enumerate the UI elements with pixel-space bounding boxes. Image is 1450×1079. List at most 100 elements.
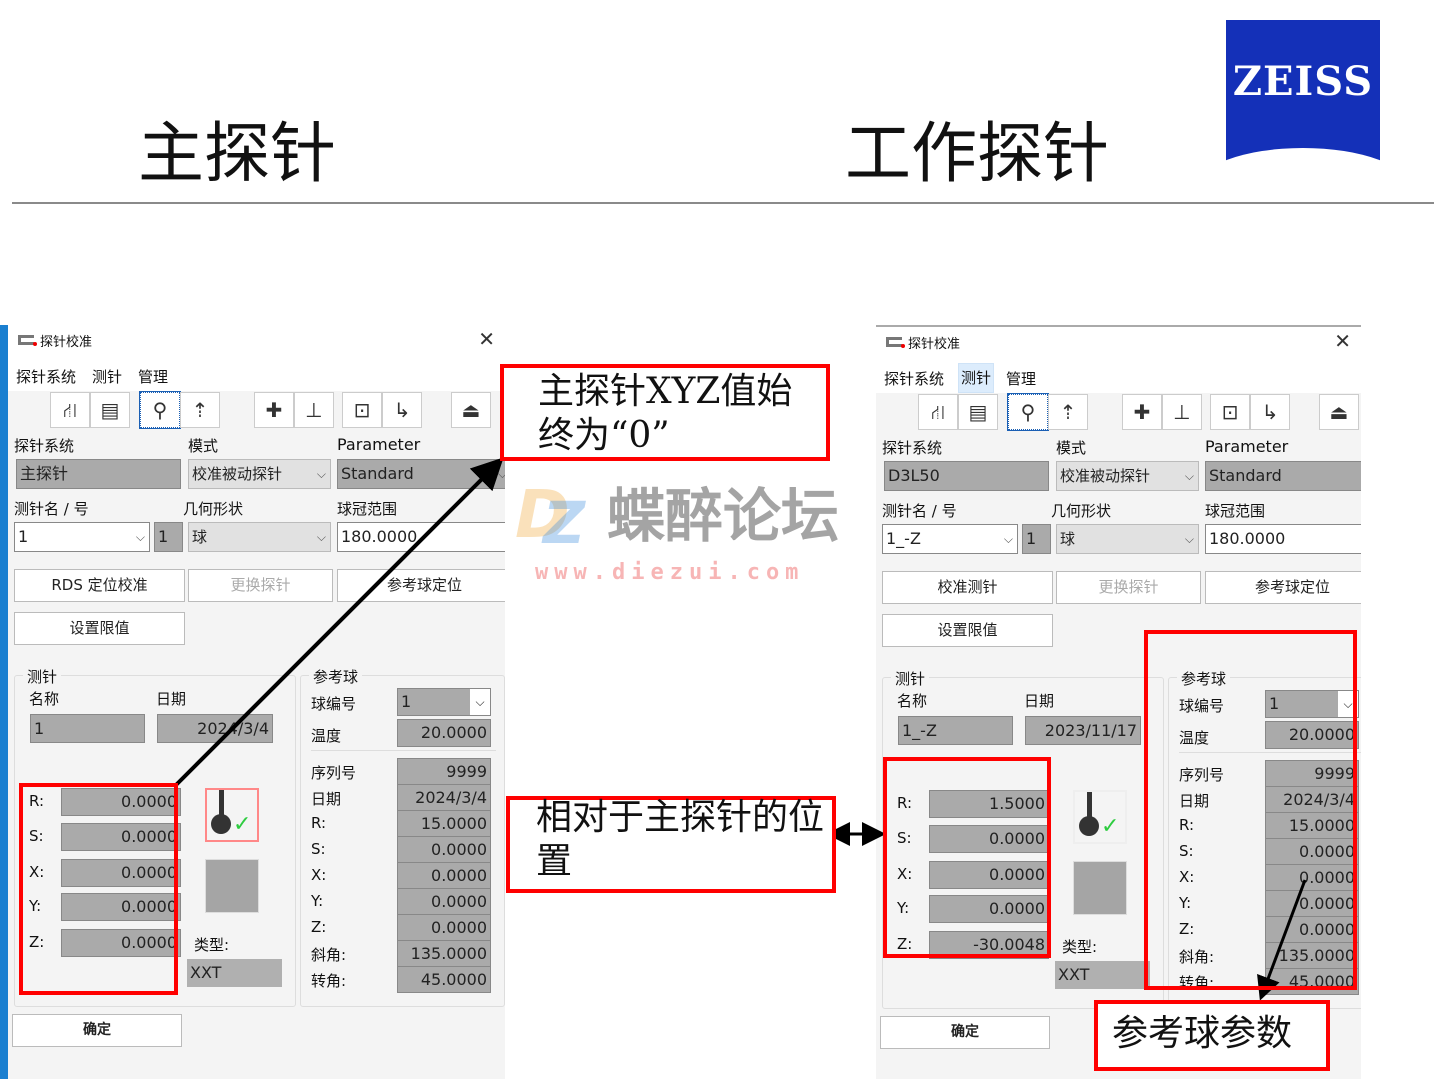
ok-button[interactable]: 确定 bbox=[880, 1016, 1050, 1049]
stylus-name-value: 1 bbox=[18, 527, 29, 546]
mode-select[interactable]: 校准被动探针⌵ bbox=[188, 459, 331, 489]
parameter-select[interactable]: Standard⌵ bbox=[1205, 461, 1361, 491]
stylus-card-icon[interactable]: ▤ bbox=[90, 392, 130, 428]
crown-range-input[interactable]: 180.0000 bbox=[337, 522, 505, 552]
stylus-shaft bbox=[219, 790, 224, 822]
manual-calibrate-icon[interactable]: ⚲ bbox=[1007, 393, 1049, 431]
menu-item-1[interactable]: 测针 bbox=[958, 363, 995, 393]
crown-range-input[interactable]: 180.0000 bbox=[1205, 524, 1361, 554]
label-name: 名称 bbox=[897, 692, 928, 710]
menu-item-1[interactable]: 测针 bbox=[92, 368, 123, 386]
add-stylus-icon[interactable]: ⊥ bbox=[1162, 394, 1202, 430]
ball-number-select[interactable]: 1⌵ bbox=[397, 688, 491, 716]
zeiss-logo: ZEISS bbox=[1226, 20, 1380, 173]
locate-reference-sphere-button[interactable]: 参考球定位 bbox=[1205, 571, 1361, 604]
probe-tree-icon[interactable]: ⛙ bbox=[50, 392, 90, 428]
reference-sphere-icon[interactable]: ⏏ bbox=[1319, 394, 1359, 430]
stylus-card-icon[interactable]: ▤ bbox=[958, 394, 998, 430]
parameter-value: Standard bbox=[341, 464, 414, 483]
menu-item-0[interactable]: 探针系统 bbox=[884, 370, 945, 388]
ref-row-value: 9999 bbox=[397, 758, 491, 785]
chevron-down-icon[interactable]: ⌵ bbox=[1003, 532, 1013, 546]
label-probe-system: 探针系统 bbox=[882, 439, 943, 457]
change-probe-button: 更换探针 bbox=[188, 569, 333, 602]
stylus-preview bbox=[205, 859, 259, 913]
stylus-row-label: Z: bbox=[897, 935, 913, 953]
stylus-row-value: 0.0000 bbox=[61, 859, 181, 887]
probe-system-field: 主探针 bbox=[16, 459, 181, 489]
chevron-down-icon[interactable]: ⌵ bbox=[316, 530, 326, 544]
close-icon[interactable]: ✕ bbox=[1334, 329, 1351, 353]
menu-item-2[interactable]: 管理 bbox=[1006, 370, 1037, 388]
ok-button[interactable]: 确定 bbox=[12, 1014, 182, 1047]
label-temperature: 温度 bbox=[311, 727, 342, 745]
stylus-name-select[interactable]: 1_-Z⌵ bbox=[882, 524, 1018, 554]
ref-row-label: Y: bbox=[311, 892, 324, 910]
geometry-value: 球 bbox=[192, 528, 208, 546]
menu-bar: 探针系统测针管理 bbox=[8, 361, 505, 391]
mode-value: 校准被动探针 bbox=[1060, 467, 1151, 485]
label-geometry: 几何形状 bbox=[1051, 502, 1112, 520]
close-icon[interactable]: ✕ bbox=[478, 327, 495, 351]
geometry-select[interactable]: 球⌵ bbox=[188, 522, 331, 552]
ref-row-label: 转角: bbox=[311, 972, 347, 990]
ref-row-label: X: bbox=[1179, 868, 1195, 886]
bend-stylus-icon[interactable]: ↳ bbox=[382, 392, 422, 428]
bend-stylus-icon[interactable]: ↳ bbox=[1250, 394, 1290, 430]
menu-item-0[interactable]: 探针系统 bbox=[16, 368, 77, 386]
chevron-down-icon[interactable]: ⌵ bbox=[135, 530, 145, 544]
slide-title-working-probe: 工作探针 bbox=[845, 115, 1109, 192]
chevron-down-icon[interactable]: ⌵ bbox=[470, 689, 490, 715]
set-limits-button[interactable]: 设置限值 bbox=[882, 614, 1053, 647]
probe-tree-icon[interactable]: ⛙ bbox=[918, 394, 958, 430]
ref-row-value: 0.0000 bbox=[1265, 864, 1359, 891]
ref-row-label: Z: bbox=[1179, 920, 1195, 938]
ref-row-value: 45.0000 bbox=[397, 966, 491, 993]
add-probe-icon[interactable]: ✚ bbox=[254, 392, 294, 428]
label-ball-number: 球编号 bbox=[1179, 697, 1225, 715]
menu-item-2[interactable]: 管理 bbox=[138, 368, 169, 386]
label-crown-range: 球冠范围 bbox=[1205, 502, 1266, 520]
reference-sphere-icon[interactable]: ⏏ bbox=[451, 392, 491, 428]
check-icon: ✓ bbox=[1101, 814, 1120, 839]
mode-select[interactable]: 校准被动探针 ⌵ bbox=[1056, 461, 1199, 491]
stylus-up-icon[interactable]: ⇡ bbox=[1048, 394, 1088, 430]
stylus-name-select[interactable]: 1⌵ bbox=[14, 522, 150, 552]
label-mode: 模式 bbox=[188, 437, 219, 455]
stylus-up-icon[interactable]: ⇡ bbox=[180, 392, 220, 428]
title-divider bbox=[12, 202, 1434, 204]
ref-row-label: 日期 bbox=[311, 790, 342, 808]
ref-row-value: 9999 bbox=[1265, 760, 1359, 787]
temperature-field: 20.0000 bbox=[1265, 721, 1359, 749]
label-mode: 模式 bbox=[1056, 439, 1087, 457]
calibrate-button[interactable]: RDS 定位校准 bbox=[14, 569, 185, 602]
manual-calibrate-icon[interactable]: ⚲ bbox=[139, 391, 181, 429]
stylus-number-field: 1 bbox=[1022, 524, 1051, 554]
ref-row-value: 2024/3/4 bbox=[397, 784, 491, 811]
rotate-icon[interactable]: ⊡ bbox=[342, 392, 382, 428]
chevron-down-icon[interactable]: ⌵ bbox=[316, 467, 326, 481]
ref-row-value: 0.0000 bbox=[397, 862, 491, 889]
calibrate-button[interactable]: 校准测针 bbox=[882, 571, 1053, 604]
add-probe-icon[interactable]: ✚ bbox=[1122, 394, 1162, 430]
app-icon-dot bbox=[33, 342, 37, 346]
label-stylus-name: 测针名 / 号 bbox=[14, 500, 89, 518]
stylus-group: 测针名称日期12024/3/4R:0.0000S:0.0000X:0.0000Y… bbox=[14, 666, 296, 1007]
geometry-select[interactable]: 球⌵ bbox=[1056, 524, 1199, 554]
ref-row-label: 序列号 bbox=[1179, 766, 1225, 784]
stylus-name-field: 1_-Z bbox=[898, 716, 1013, 745]
stylus-group-caption: 测针 bbox=[891, 668, 930, 689]
add-stylus-icon[interactable]: ⊥ bbox=[294, 392, 334, 428]
label-date: 日期 bbox=[156, 690, 187, 708]
stylus-status-icon: ✓ bbox=[205, 788, 259, 842]
label-name: 名称 bbox=[29, 690, 60, 708]
chevron-down-icon[interactable]: ⌵ bbox=[1184, 469, 1194, 483]
set-limits-button[interactable]: 设置限值 bbox=[14, 612, 185, 645]
stylus-name-field: 1 bbox=[30, 714, 145, 743]
label-type: 类型: bbox=[1062, 938, 1098, 956]
rotate-icon[interactable]: ⊡ bbox=[1210, 394, 1250, 430]
ball-number-value: 1 bbox=[401, 692, 412, 711]
chevron-down-icon[interactable]: ⌵ bbox=[1184, 532, 1194, 546]
